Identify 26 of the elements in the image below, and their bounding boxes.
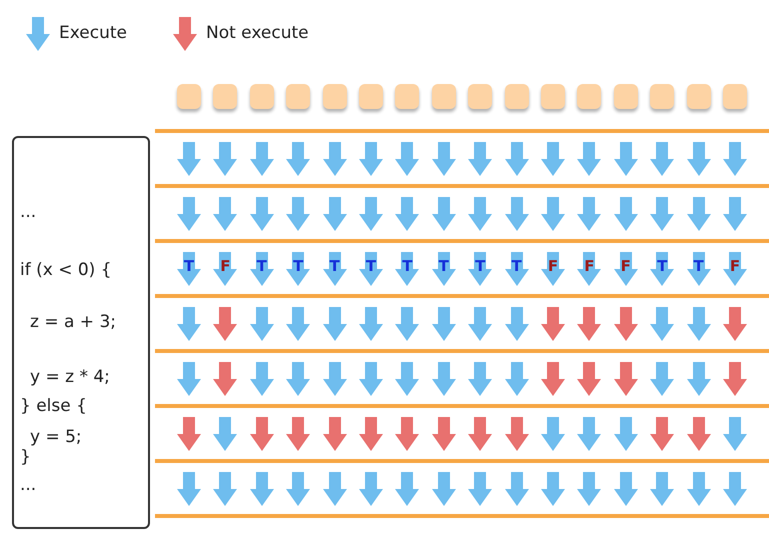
branch-result-letter: T [256, 258, 268, 274]
branch-result-letter: T [438, 258, 450, 274]
code-line: y = 5; [30, 428, 82, 446]
code-line: ... [20, 476, 36, 494]
branch-result-letter: T [328, 258, 341, 274]
branch-result-letter: F [728, 258, 742, 274]
branch-result-letter: T [182, 258, 196, 274]
code-line: } else { [20, 397, 87, 415]
legend-label: Not execute [206, 23, 309, 43]
code-line: ... [20, 203, 36, 221]
code-line: y = z * 4; [30, 368, 110, 386]
branch-result-letter: T [656, 258, 668, 274]
branch-result-letter: F [620, 258, 632, 274]
branch-result-letter: F [546, 258, 560, 274]
branch-result-letter: T [401, 258, 414, 274]
code-line: if (x < 0) { [20, 261, 112, 279]
branch-result-letter: T [692, 258, 705, 274]
branch-result-letter: T [474, 258, 486, 274]
legend-label: Execute [59, 23, 127, 43]
branch-result-letter: F [583, 258, 596, 274]
branch-result-letter: T [510, 258, 523, 274]
code-line: } [20, 448, 31, 466]
branch-result-letter: F [219, 258, 232, 274]
branch-result-letter: T [292, 258, 304, 274]
branch-result-letter: T [364, 258, 378, 274]
code-line: z = a + 3; [30, 313, 116, 331]
